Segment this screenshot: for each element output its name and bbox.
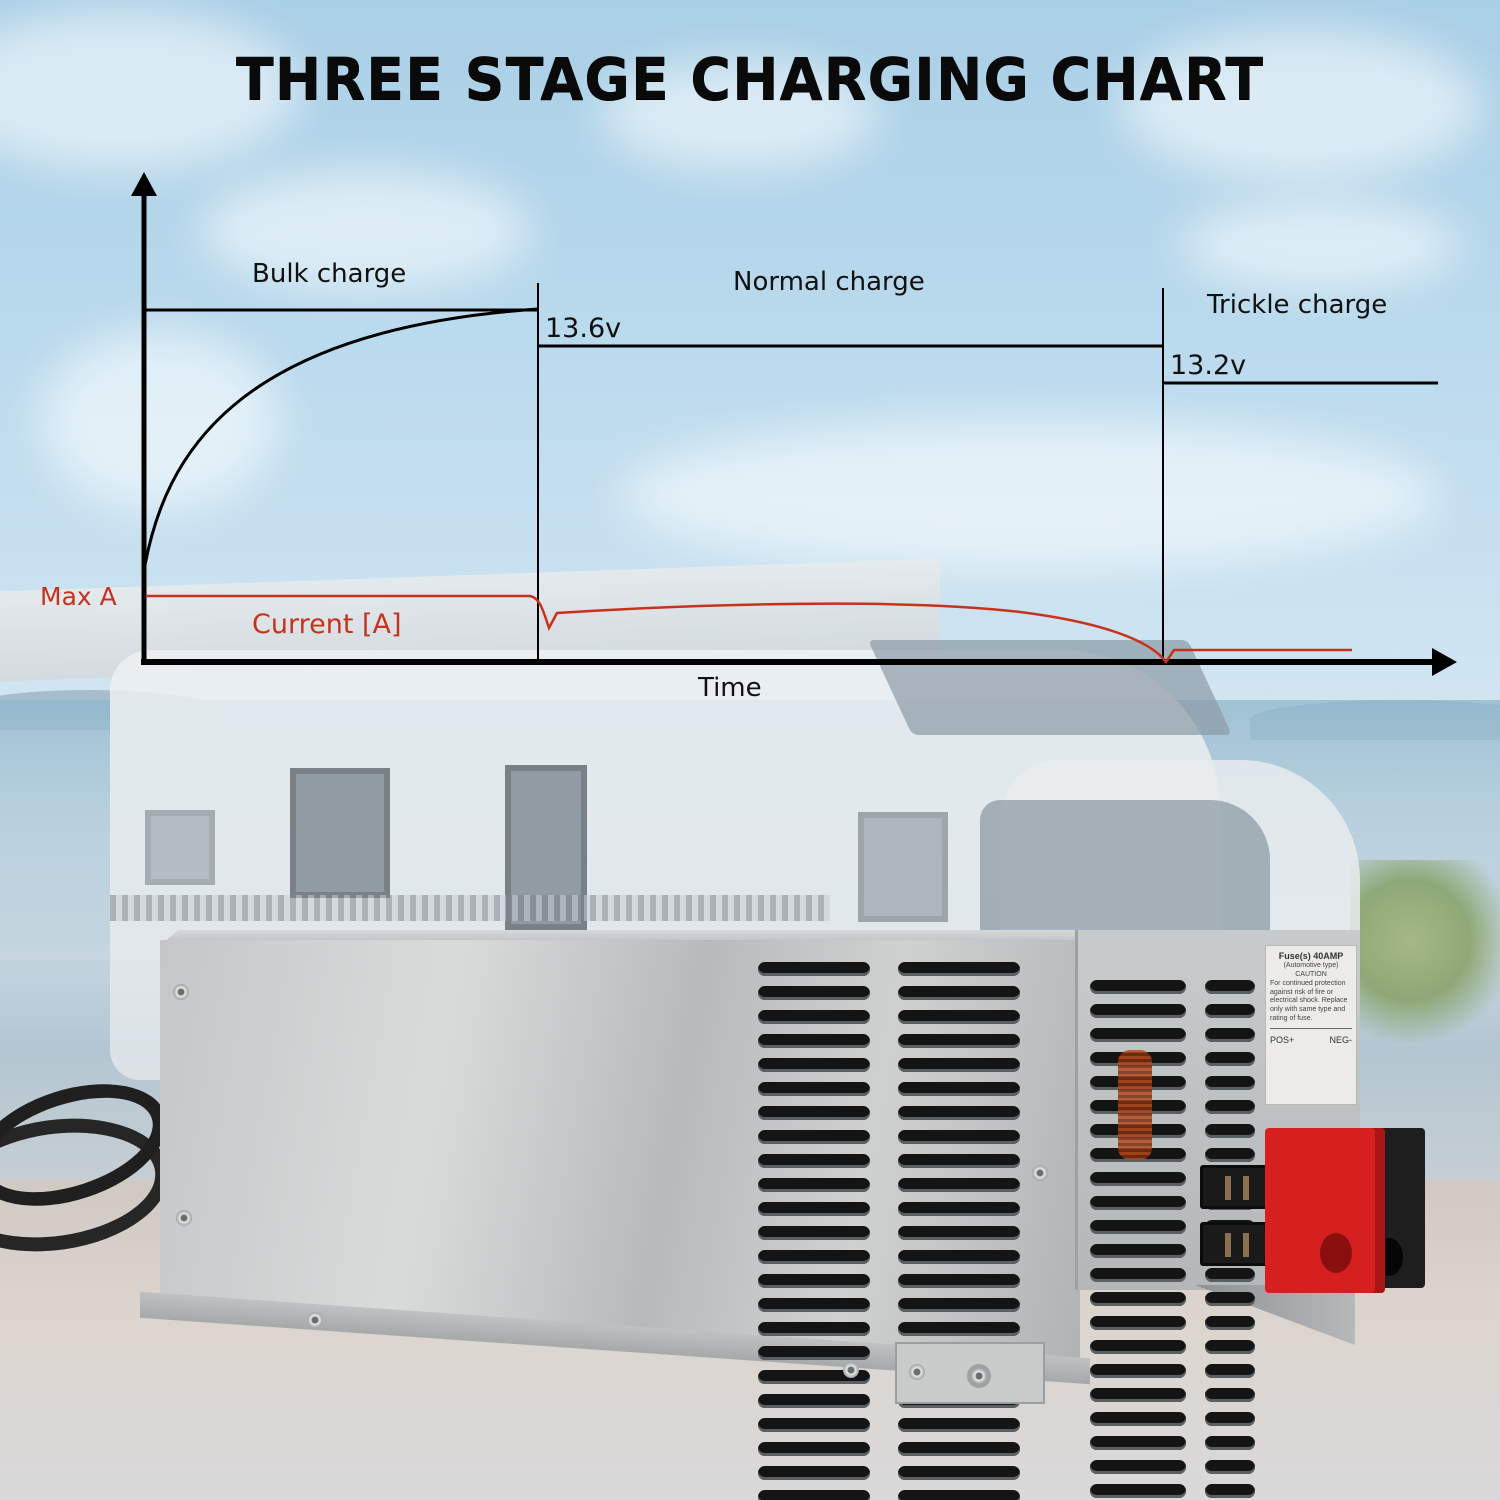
fuse <box>1200 1165 1272 1209</box>
screw <box>843 1362 859 1378</box>
voltage-label-13-6: 13.6v <box>545 313 622 344</box>
cloud <box>200 170 530 290</box>
rv-stripe <box>110 895 830 921</box>
max-current-label: Max A <box>40 582 117 611</box>
screw <box>307 1312 323 1328</box>
voltage-label-13-2: 13.2v <box>1170 350 1247 381</box>
label-neg: NEG- <box>1329 1034 1353 1045</box>
stage-label-trickle: Trickle charge <box>1207 290 1388 320</box>
cloud <box>1120 30 1480 180</box>
chart-title: THREE STAGE CHARGING CHART <box>235 45 1265 113</box>
stage-label-bulk: Bulk charge <box>252 259 407 289</box>
label-caution: CAUTION <box>1295 971 1327 978</box>
label-fuse-rating: Fuse(s) 40AMP <box>1278 951 1344 961</box>
rv-cab-window <box>858 812 948 922</box>
x-axis-arrow-icon <box>1432 648 1457 676</box>
cloud <box>1180 200 1460 290</box>
label-pos: POS+ <box>1270 1034 1295 1045</box>
screw <box>173 984 189 1000</box>
end-vents-left <box>1090 980 1186 1500</box>
y-axis-arrow-icon <box>131 172 157 196</box>
label-body: For continued protection against risk of… <box>1270 979 1348 1022</box>
ground-lug <box>895 1342 1045 1404</box>
screw <box>1032 1165 1048 1181</box>
inductor-coil <box>1118 1050 1152 1160</box>
x-axis-label: Time <box>698 673 762 703</box>
trees <box>1350 860 1500 1060</box>
current-curve <box>146 594 1352 665</box>
screw <box>967 1364 991 1388</box>
rv-window <box>290 768 390 898</box>
cloud <box>600 60 880 170</box>
label-divider <box>1270 1027 1352 1029</box>
rv-window <box>145 810 215 885</box>
stage-label-normal: Normal charge <box>733 267 925 297</box>
screw <box>909 1364 925 1380</box>
screw <box>176 1210 192 1226</box>
fuse-warning-label: Fuse(s) 40AMP (Automotive type) CAUTION … <box>1265 945 1357 1105</box>
label-fuse-type: (Automotive type) <box>1283 962 1339 970</box>
bulk-voltage-curve <box>143 307 539 566</box>
cloud <box>40 330 280 510</box>
side-vents-left <box>758 962 870 1500</box>
rv-windshield <box>980 800 1270 940</box>
cloud <box>0 10 300 170</box>
positive-terminal <box>1265 1128 1385 1293</box>
cloud <box>620 420 1440 570</box>
current-series-label: Current [A] <box>252 609 402 640</box>
